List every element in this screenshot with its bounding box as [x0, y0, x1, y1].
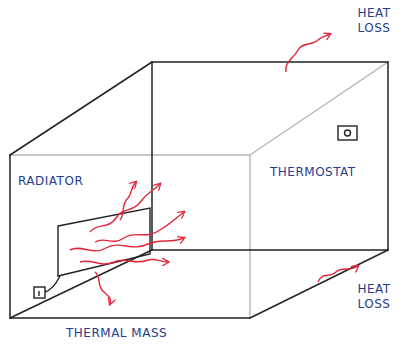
heat-loss-label: HEAT LOSS	[350, 282, 398, 312]
room-edges	[10, 62, 388, 318]
heat-arrows	[70, 182, 184, 304]
radiator-label: RADIATOR	[18, 174, 83, 189]
hidden-edges	[10, 62, 388, 318]
heat-loss-label: HEAT LOSS	[350, 6, 398, 36]
thermostat-label: THERMOSTAT	[270, 165, 356, 180]
thermostat-symbol	[338, 126, 357, 140]
heat-loss-arrows	[286, 34, 358, 282]
thermal-mass-label: THERMAL MASS	[66, 326, 167, 341]
radiator-symbol	[34, 208, 150, 298]
